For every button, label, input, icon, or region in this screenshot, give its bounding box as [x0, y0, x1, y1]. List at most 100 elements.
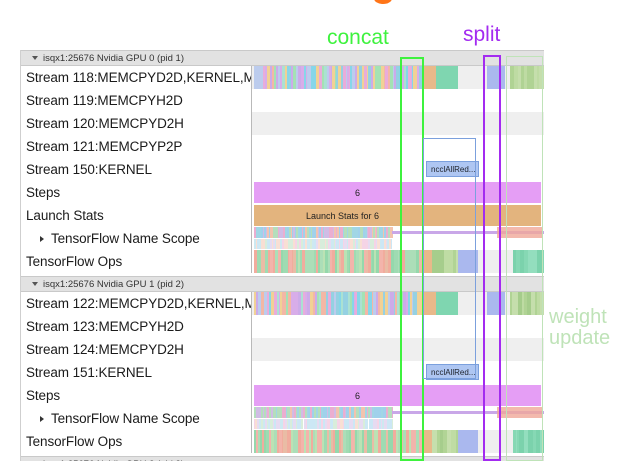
row-track[interactable]	[251, 315, 544, 338]
namescope-upper-lane	[252, 407, 544, 418]
section-header[interactable]: isqx1:25676 Nvidia GPU 2 (pid 3)	[21, 456, 544, 461]
timeline-row[interactable]: Stream 122:MEMCPYD2D,KERNEL,MI	[21, 292, 544, 315]
trace-event	[284, 430, 287, 453]
row-label[interactable]: Stream 150:KERNEL	[21, 158, 251, 181]
row-label[interactable]: Steps	[21, 181, 251, 204]
timeline-row[interactable]: Stream 118:MEMCPYD2D,KERNEL,ME	[21, 66, 544, 89]
trace-event	[376, 250, 380, 273]
row-label[interactable]: TensorFlow Name Scope	[21, 407, 251, 430]
row-label[interactable]: TensorFlow Ops	[21, 250, 251, 273]
timeline-row[interactable]: TensorFlow Ops	[21, 430, 544, 453]
row-track[interactable]	[251, 338, 544, 361]
timeline-panel[interactable]: isqx1:25676 Nvidia GPU 0 (pid 1)Stream 1…	[20, 50, 544, 461]
trace-event	[510, 292, 512, 315]
expand-caret-icon[interactable]	[40, 415, 44, 422]
trace-event	[293, 227, 295, 238]
trace-event	[271, 292, 275, 315]
trace-event	[265, 430, 269, 453]
row-label[interactable]: Stream 119:MEMCPYH2D	[21, 89, 251, 112]
collapse-triangle-icon[interactable]	[32, 56, 38, 60]
section-header[interactable]: isqx1:25676 Nvidia GPU 1 (pid 2)	[21, 276, 544, 292]
row-label[interactable]: Stream 118:MEMCPYD2D,KERNEL,ME	[21, 66, 251, 89]
trace-event	[376, 419, 380, 429]
row-track[interactable]: ncclAllRed...	[251, 361, 544, 384]
track-shading	[478, 250, 513, 273]
row-label-text: TensorFlow Name Scope	[51, 231, 200, 246]
collapse-triangle-icon[interactable]	[32, 282, 38, 286]
trace-event	[288, 292, 292, 315]
row-track[interactable]	[251, 112, 544, 135]
steps-bar[interactable]: 6	[254, 182, 541, 203]
timeline-row[interactable]: Stream 120:MEMCPYD2H	[21, 112, 544, 135]
row-track[interactable]	[251, 135, 544, 158]
steps-bar[interactable]: 6	[254, 385, 541, 406]
row-track[interactable]	[251, 66, 544, 89]
trace-event	[265, 407, 268, 418]
trace-event	[294, 292, 297, 315]
trace-event	[402, 292, 406, 315]
row-label[interactable]: Stream 121:MEMCPYP2P	[21, 135, 251, 158]
trace-event	[341, 430, 343, 453]
timeline-row[interactable]: Stream 150:KERNEL ncclAllRed...	[21, 158, 544, 181]
row-label[interactable]: Stream 151:KERNEL	[21, 361, 251, 384]
trace-event	[264, 227, 266, 238]
trace-event	[311, 419, 313, 429]
trace-event	[384, 227, 387, 238]
trace-event	[272, 419, 274, 429]
trace-event	[326, 407, 328, 418]
trace-event	[262, 239, 265, 249]
row-track[interactable]	[251, 292, 544, 315]
section-header[interactable]: isqx1:25676 Nvidia GPU 0 (pid 1)	[21, 50, 544, 66]
row-track[interactable]: ncclAllRed...	[251, 158, 544, 181]
trace-event	[416, 66, 420, 89]
trace-event	[364, 239, 367, 249]
trace-event	[264, 430, 266, 453]
row-track[interactable]	[251, 407, 544, 430]
timeline-row[interactable]: TensorFlow Name Scope	[21, 407, 544, 430]
timeline-row[interactable]: Stream 119:MEMCPYH2D	[21, 89, 544, 112]
trace-event	[270, 430, 275, 453]
timeline-row[interactable]: Stream 121:MEMCPYP2P	[21, 135, 544, 158]
row-label[interactable]: Stream 123:MEMCPYH2D	[21, 315, 251, 338]
row-label[interactable]: TensorFlow Name Scope	[21, 227, 251, 250]
trace-event	[532, 430, 537, 453]
trace-event	[534, 66, 538, 89]
row-label[interactable]: Steps	[21, 384, 251, 407]
nccl-allreduce-event[interactable]: ncclAllRed...	[426, 161, 479, 177]
row-track[interactable]: 6	[251, 384, 544, 407]
trace-event	[338, 66, 342, 89]
row-label[interactable]: Stream 120:MEMCPYD2H	[21, 112, 251, 135]
row-label[interactable]: Stream 124:MEMCPYD2H	[21, 338, 251, 361]
expand-caret-icon[interactable]	[40, 235, 44, 242]
row-label[interactable]: Launch Stats	[21, 204, 251, 227]
nccl-allreduce-event[interactable]: ncclAllRed...	[426, 364, 479, 380]
trace-event	[370, 66, 374, 89]
launch-stats-bar[interactable]: Launch Stats for 6	[254, 205, 541, 226]
row-label[interactable]: Stream 122:MEMCPYD2D,KERNEL,MI	[21, 292, 251, 315]
timeline-row[interactable]: Stream 123:MEMCPYH2D	[21, 315, 544, 338]
trace-event	[311, 66, 314, 89]
row-track[interactable]	[251, 430, 544, 453]
timeline-row[interactable]: TensorFlow Ops	[21, 250, 544, 273]
timeline-row[interactable]: Stream 124:MEMCPYD2H	[21, 338, 544, 361]
trace-event	[279, 407, 282, 418]
timeline-row[interactable]: TensorFlow Name Scope	[21, 227, 544, 250]
row-track[interactable]	[251, 89, 544, 112]
row-track[interactable]: 6	[251, 181, 544, 204]
trace-event	[295, 419, 297, 429]
trace-event	[259, 239, 261, 249]
timeline-row[interactable]: Stream 151:KERNEL ncclAllRed...	[21, 361, 544, 384]
row-track[interactable]	[251, 227, 544, 250]
trace-event	[434, 250, 437, 273]
trace-event	[442, 430, 446, 453]
row-track[interactable]: Launch Stats for 6	[251, 204, 544, 227]
trace-event	[336, 430, 340, 453]
trace-event	[332, 66, 335, 89]
trace-event	[360, 419, 363, 429]
row-track[interactable]	[251, 250, 544, 273]
row-label[interactable]: TensorFlow Ops	[21, 430, 251, 453]
trace-event	[380, 292, 383, 315]
